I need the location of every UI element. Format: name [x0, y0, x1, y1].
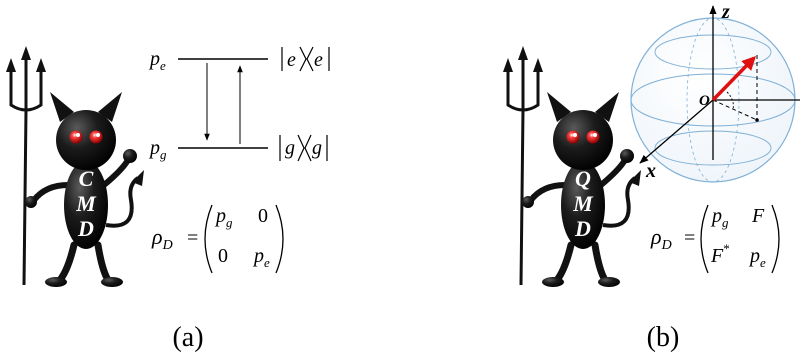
- svg-text:e: e: [287, 49, 296, 71]
- devil-letter-m: M: [75, 191, 97, 216]
- devil-letter-c: C: [79, 166, 94, 191]
- energy-level-diagram: pe pg e e g g: [148, 46, 330, 162]
- lower-projector: g g: [279, 134, 328, 162]
- caption-a: (a): [172, 322, 203, 353]
- quantum-devil: Q M D: [503, 46, 641, 287]
- classical-density-matrix: ρD = pg 0 0 pe: [151, 204, 284, 274]
- caption-b: (b): [647, 322, 680, 353]
- equals-sign: =: [187, 227, 198, 249]
- x-axis-label: x: [645, 160, 656, 182]
- matrix-a11: pg: [214, 205, 233, 230]
- left-bracket: [204, 204, 213, 274]
- matrix-lhs: ρD: [151, 224, 173, 253]
- left-bracket: [700, 204, 709, 274]
- svg-text:e: e: [314, 49, 323, 71]
- matrix-lhs: ρD: [650, 224, 672, 253]
- upper-population-label: pe: [148, 48, 166, 73]
- lower-population-label: pg: [148, 137, 167, 162]
- matrix-a22: pe: [748, 245, 766, 270]
- right-bracket: [275, 204, 284, 274]
- devil-letter-d: D: [574, 216, 591, 241]
- state-vector-arrow: [711, 55, 756, 102]
- upper-projector: e e: [281, 46, 330, 72]
- matrix-a11: pg: [710, 205, 729, 230]
- classical-devil: C M D: [6, 46, 144, 287]
- panel-b: Q M D z x O ρD: [503, 1, 800, 353]
- svg-text:g: g: [312, 137, 322, 159]
- matrix-a12: 0: [258, 205, 268, 227]
- panel-a: C M D pe pg e e g: [6, 46, 330, 353]
- devil-letter-q: Q: [575, 166, 591, 191]
- matrix-a21: F*: [710, 241, 730, 267]
- equals-sign: =: [684, 227, 695, 249]
- quantum-density-matrix: ρD = pg F F* pe: [650, 204, 780, 274]
- devil-letter-d: D: [77, 216, 94, 241]
- matrix-a21: 0: [218, 245, 228, 267]
- devil-letter-m: M: [572, 191, 594, 216]
- svg-text:g: g: [285, 137, 295, 159]
- x-axis: [639, 99, 714, 164]
- bloch-sphere: z x O: [630, 1, 800, 183]
- origin-label: O: [699, 93, 710, 109]
- right-bracket: [771, 204, 780, 274]
- z-axis-label: z: [721, 1, 730, 23]
- matrix-a22: pe: [252, 245, 270, 270]
- matrix-a12: F: [751, 205, 765, 227]
